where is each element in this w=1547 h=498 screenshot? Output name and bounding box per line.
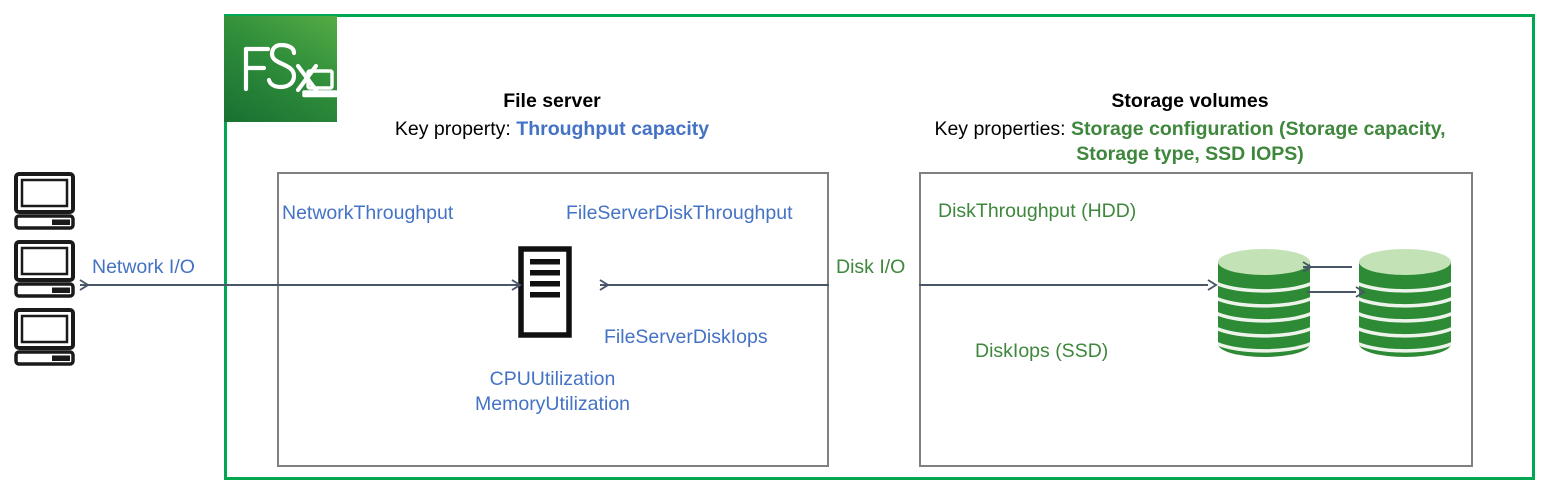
file-server-key-prefix: Key property: [394, 117, 511, 140]
metric-file-server-disk-throughput: FileServerDiskThroughput [566, 202, 793, 224]
computer-icon [14, 240, 80, 298]
network-io-label: Network I/O [92, 256, 195, 278]
file-server-key-property: Key property: Throughput capacity [352, 117, 752, 143]
storage-volumes-key-value: Storage configuration (Storage capacity,… [1071, 117, 1446, 166]
storage-volumes-key-property: Key properties: Storage configuration (S… [930, 117, 1450, 168]
disk-stack-icon [1214, 248, 1314, 358]
metric-disk-iops-ssd: DiskIops (SSD) [975, 340, 1109, 362]
disk-io-label: Disk I/O [836, 256, 906, 278]
metric-cpu-utilization: CPUUtilization [489, 368, 616, 390]
file-server-key-value: Throughput capacity [516, 117, 710, 140]
disk-stack-icon [1355, 248, 1455, 358]
metric-disk-throughput-hdd: DiskThroughput (HDD) [938, 200, 1137, 222]
storage-volumes-box [919, 172, 1473, 467]
storage-volumes-key-prefix: Key properties: [934, 117, 1066, 140]
fsx-service-logo [224, 16, 337, 122]
storage-volumes-header: Storage volumes Key properties: Storage … [930, 89, 1450, 168]
file-server-box [277, 172, 829, 467]
metric-utilization-group: CPUUtilization MemoryUtilization [380, 367, 725, 418]
file-server-header: File server Key property: Throughput cap… [352, 89, 752, 142]
storage-volumes-title: Storage volumes [1111, 90, 1269, 112]
service-boundary [224, 14, 1535, 480]
metric-network-throughput: NetworkThroughput [282, 202, 454, 224]
metric-memory-utilization: MemoryUtilization [475, 393, 630, 416]
metric-file-server-disk-iops: FileServerDiskIops [604, 326, 768, 348]
file-server-title: File server [503, 90, 601, 112]
client-computers [14, 172, 80, 376]
computer-icon [14, 172, 80, 230]
computer-icon [14, 308, 80, 366]
server-icon [518, 246, 572, 338]
